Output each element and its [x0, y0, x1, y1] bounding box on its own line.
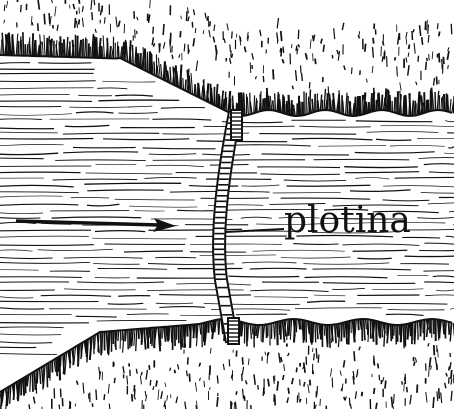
dam-label: plotina — [284, 203, 411, 239]
upper-riverbank — [0, 0, 454, 116]
